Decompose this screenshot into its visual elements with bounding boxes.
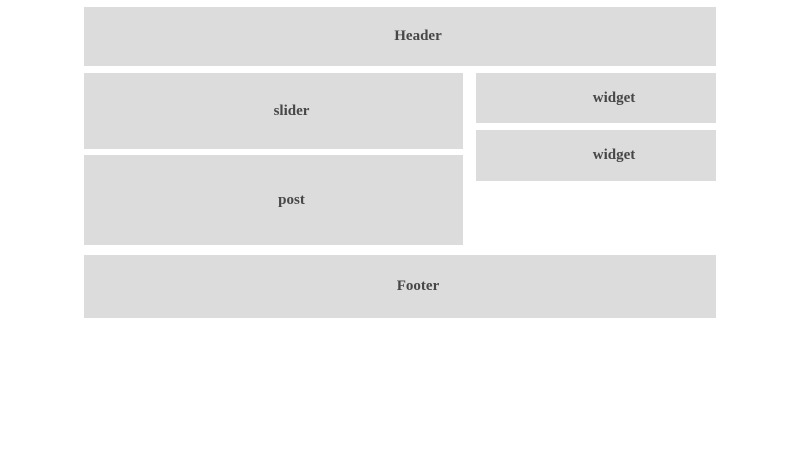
main-row: slider post widget widget [84,73,716,245]
post-block: post [84,155,463,245]
widget-block: widget [476,130,716,181]
widget-block: widget [476,73,716,123]
slider-block: slider [84,73,463,149]
header-block: Header [84,7,716,66]
content-column: slider post [84,73,463,245]
sidebar-column: widget widget [476,73,716,245]
footer-block: Footer [84,255,716,318]
layout-container: Header slider post widget widget Footer [84,0,716,318]
